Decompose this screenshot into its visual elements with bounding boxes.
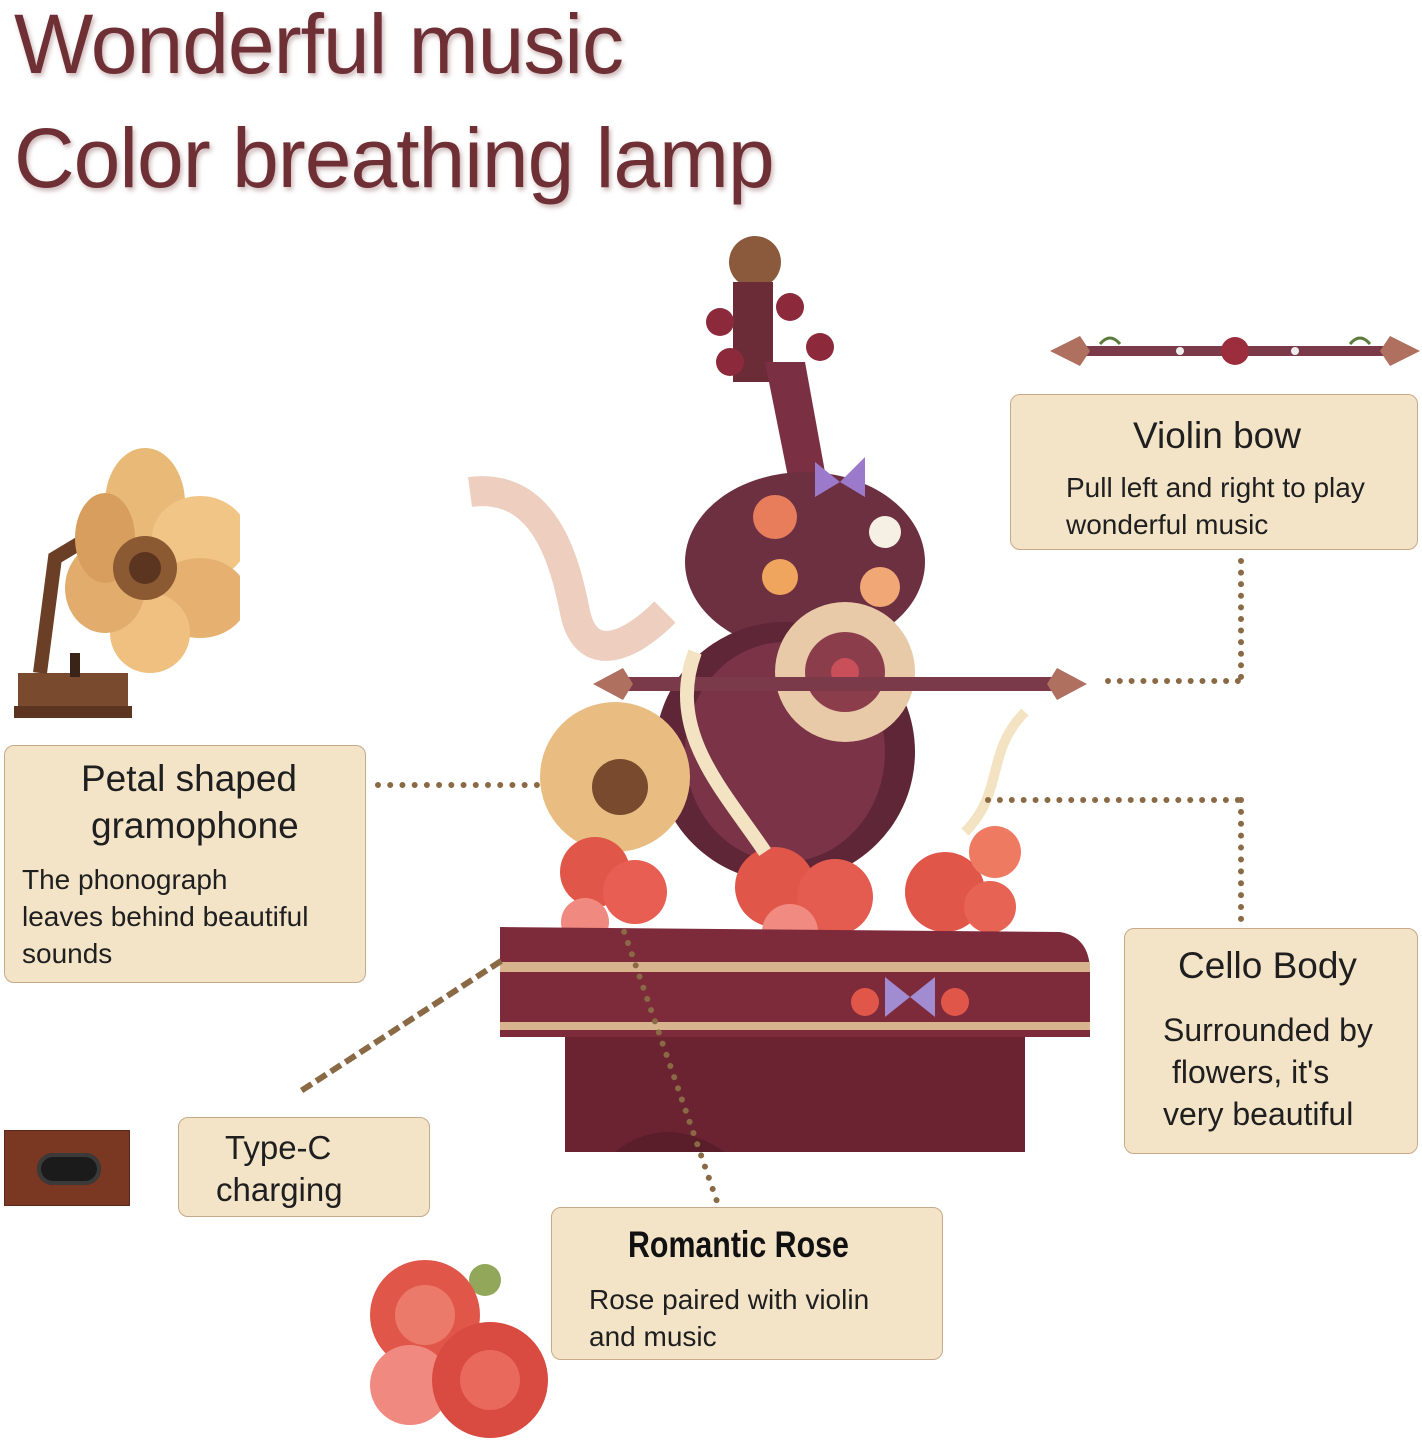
title-line-2: Color breathing lamp — [14, 111, 775, 205]
cello-body-connector-v — [1238, 797, 1244, 922]
cello-music-box-illustration — [468, 236, 1090, 1152]
rose-illustration — [370, 1260, 548, 1438]
cello-body-desc-3: very beautiful — [1163, 1096, 1354, 1132]
violin-bow-connector-v — [1238, 558, 1244, 680]
usb-c-port-icon — [37, 1153, 101, 1185]
cello-body-connector-h — [985, 797, 1241, 803]
violin-bow-illustration — [1050, 336, 1420, 366]
type-c-callout: Type-C charging — [178, 1117, 430, 1217]
gramophone-desc-2: leaves behind beautiful — [22, 901, 309, 932]
rose-heading: Romantic Rose — [628, 1224, 849, 1265]
cello-body-desc-2: flowers, it's — [1172, 1054, 1330, 1090]
violin-bow-heading: Violin bow — [1133, 415, 1301, 456]
gramophone-desc-3: sounds — [22, 938, 113, 969]
cello-body-callout: Cello Body Surrounded by flowers, it's v… — [1124, 928, 1418, 1154]
violin-bow-callout: Violin bow Pull left and right to play w… — [1010, 394, 1418, 550]
rose-callout: Romantic Rose Rose paired with violin an… — [551, 1207, 943, 1360]
rose-desc-1: Rose paired with violin — [589, 1284, 870, 1315]
rose-desc-2: and music — [589, 1321, 717, 1352]
gramophone-callout: Petal shaped gramophone The phonograph l… — [4, 745, 366, 983]
title-line-1: Wonderful music — [14, 0, 624, 91]
type-c-line-1: Type-C — [225, 1129, 332, 1166]
gramophone-heading-1: Petal shaped — [81, 758, 298, 799]
cello-body-desc-1: Surrounded by — [1163, 1012, 1373, 1048]
cello-body-heading: Cello Body — [1178, 945, 1357, 986]
violin-bow-desc-2: wonderful music — [1066, 509, 1269, 540]
gramophone-connector — [375, 782, 540, 788]
type-c-line-2: charging — [216, 1171, 343, 1208]
violin-bow-connector-h — [1105, 678, 1241, 684]
gramophone-heading-2: gramophone — [91, 805, 299, 846]
violin-bow-desc-1: Pull left and right to play — [1066, 472, 1365, 503]
gramophone-desc-1: The phonograph — [22, 864, 228, 895]
type-c-port-image — [4, 1130, 130, 1206]
gramophone-illustration — [14, 448, 240, 718]
